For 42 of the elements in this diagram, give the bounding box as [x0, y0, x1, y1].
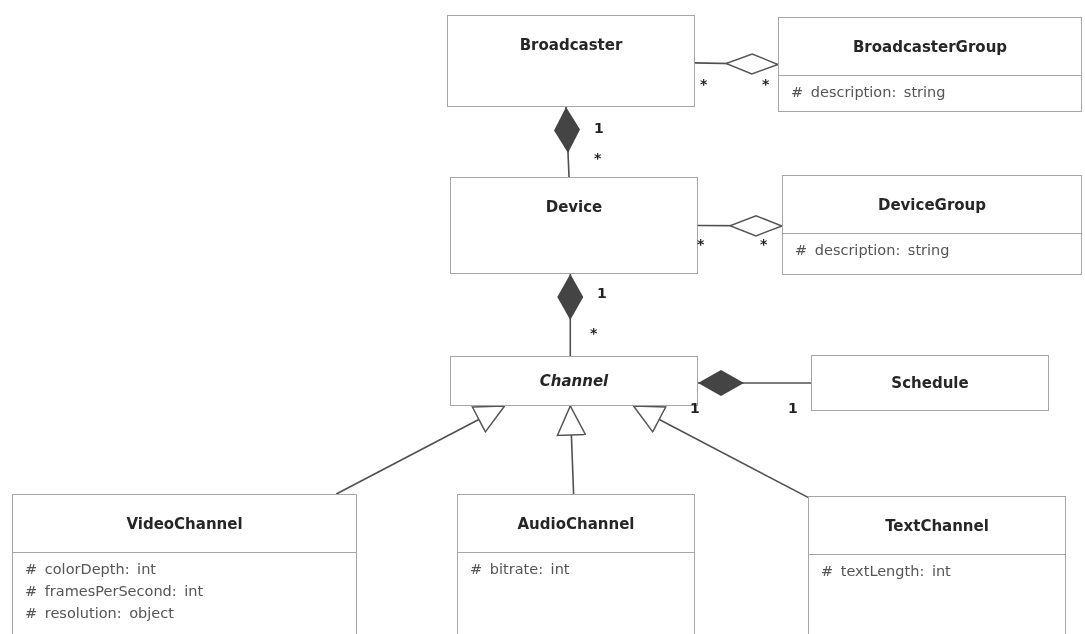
attribute-text: # colorDepth: int: [25, 561, 158, 577]
class-box: [778, 17, 1082, 112]
class-box: [450, 177, 698, 274]
class-name: Schedule: [891, 373, 969, 392]
generalization-arrow: [556, 405, 587, 495]
class-box: [447, 15, 695, 107]
composition-line: [554, 106, 580, 178]
aggregation-line: [697, 215, 783, 237]
multiplicity-label: *: [594, 150, 602, 166]
class-box: [808, 496, 1066, 634]
multiplicity-label: *: [590, 325, 598, 341]
class-box: [811, 355, 1049, 411]
multiplicity-label: 1: [594, 120, 604, 136]
aggregation-line: [694, 53, 779, 75]
class-name: VideoChannel: [126, 514, 243, 533]
attribute-text: # textLength: int: [821, 563, 952, 579]
multiplicity-label: *: [762, 76, 770, 92]
multiplicity-label: 1: [690, 400, 700, 416]
attribute-text: # description: string: [791, 84, 947, 100]
multiplicity-label: *: [760, 236, 768, 252]
class-name: DeviceGroup: [877, 195, 986, 214]
class-name: Device: [545, 198, 603, 216]
class-name: Broadcaster: [519, 36, 623, 54]
multiplicity-label: *: [700, 76, 708, 92]
generalization-arrow: [632, 405, 809, 499]
attribute-text: # bitrate: int: [470, 561, 571, 577]
attribute-text: # description: string: [795, 242, 951, 258]
multiplicity-label: *: [697, 236, 705, 252]
class-name: BroadcasterGroup: [852, 37, 1008, 56]
multiplicity-label: 1: [597, 285, 607, 301]
class-box: [782, 175, 1082, 275]
generalization-arrow: [335, 405, 506, 495]
attribute-text: # resolution: object: [25, 605, 175, 621]
class-name: TextChannel: [885, 516, 989, 535]
class-box: [12, 494, 357, 634]
class-box: [457, 494, 695, 634]
composition-line: [697, 370, 812, 396]
class-name: Channel: [539, 371, 609, 390]
composition-line: [557, 273, 584, 357]
attribute-text: # framesPerSecond: int: [25, 583, 205, 599]
multiplicity-label: 1: [788, 400, 798, 416]
class-name: AudioChannel: [517, 514, 635, 533]
